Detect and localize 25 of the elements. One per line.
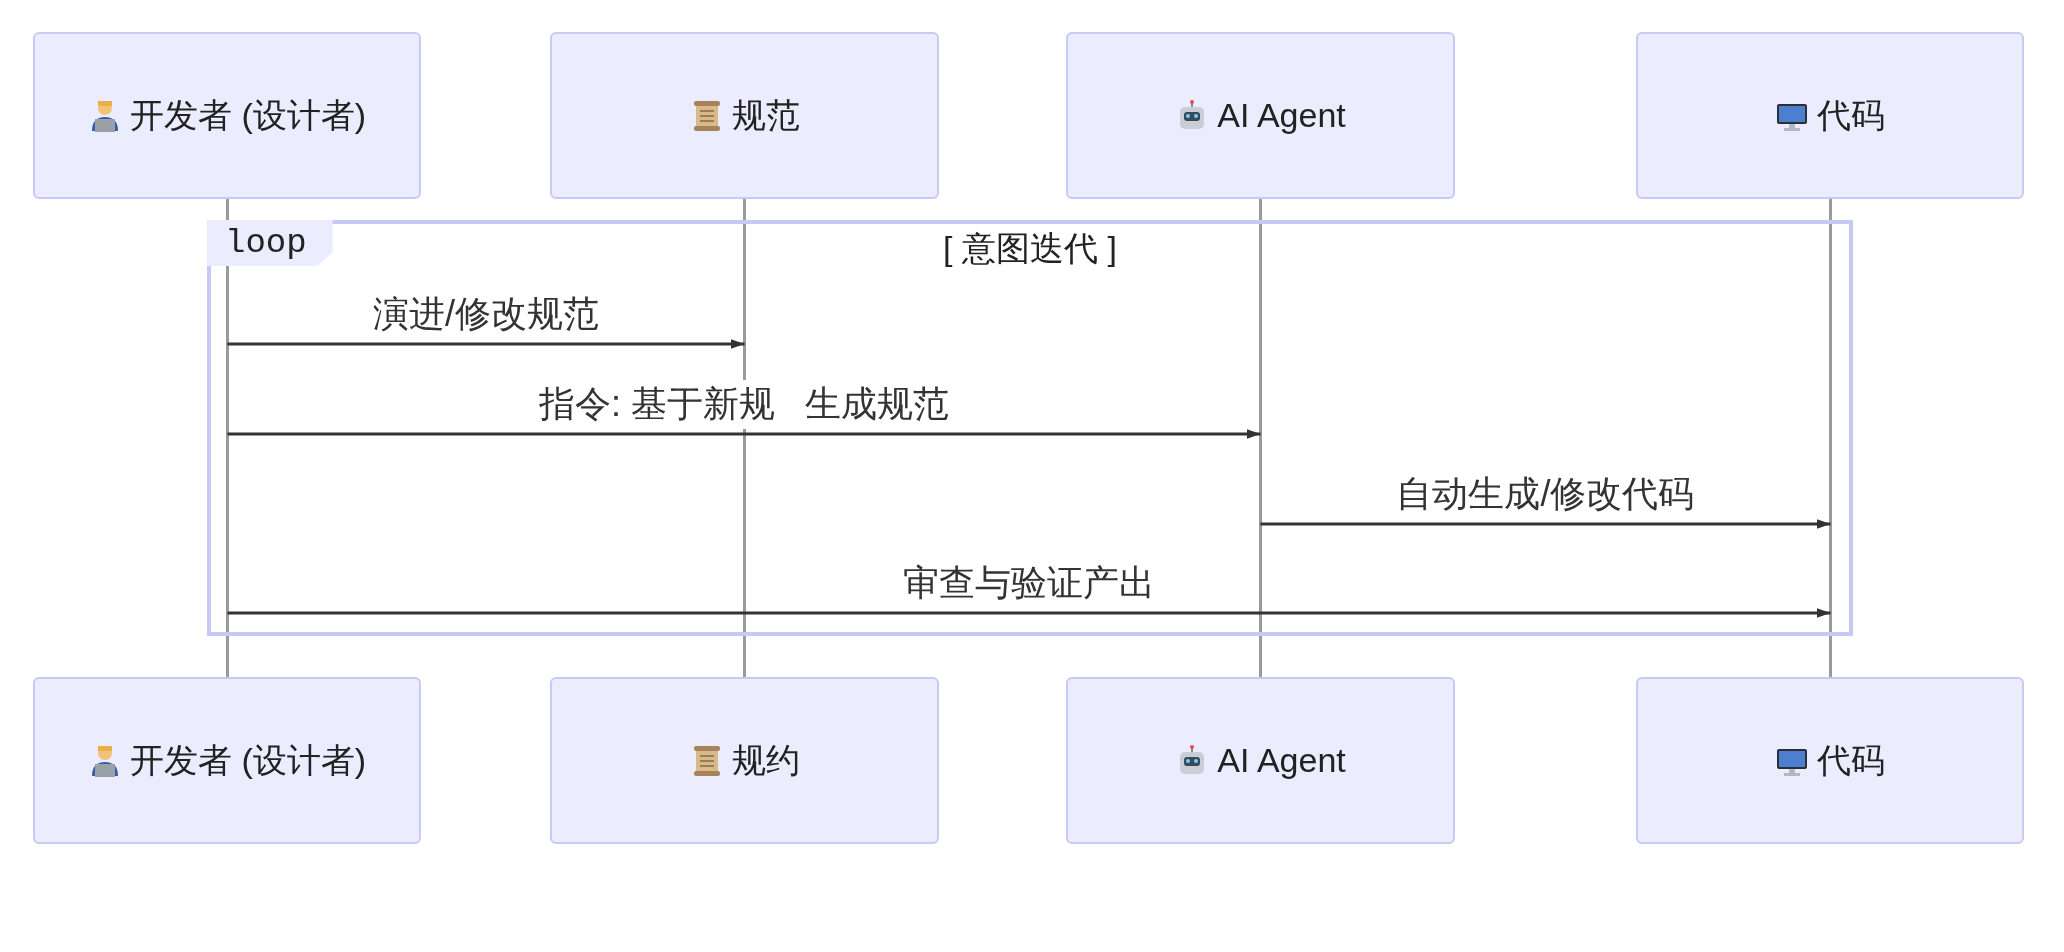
- lifeline: [1259, 199, 1262, 677]
- participant-box: [1636, 32, 2024, 199]
- participant-box: [550, 677, 939, 844]
- loop-tag: loop: [207, 220, 333, 266]
- message-arrow: [227, 339, 745, 349]
- participant-box: [33, 32, 421, 199]
- message-arrow: [227, 429, 1261, 439]
- participant-name: 代码: [1817, 94, 1885, 136]
- loop-condition: [ 意图迭代 ]: [943, 228, 1117, 269]
- participant-name: 规范: [731, 94, 800, 136]
- participant-name: 规约: [731, 739, 800, 781]
- participant-box: [550, 32, 939, 199]
- message-arrow: [227, 608, 1831, 618]
- participant-name: 开发者 (设计者): [129, 739, 367, 781]
- participant-box: [1066, 677, 1455, 844]
- participant-name: 开发者 (设计者): [129, 94, 367, 136]
- participant-box: [1636, 677, 2024, 844]
- participant-name: AI Agent: [1217, 96, 1346, 135]
- lifeline: [1829, 199, 1832, 677]
- lifeline: [226, 199, 229, 677]
- participant-name: 代码: [1817, 739, 1885, 781]
- participant-box: [33, 677, 421, 844]
- participant-name: AI Agent: [1217, 741, 1346, 780]
- message-arrow: [1260, 519, 1831, 529]
- participant-box: [1066, 32, 1455, 199]
